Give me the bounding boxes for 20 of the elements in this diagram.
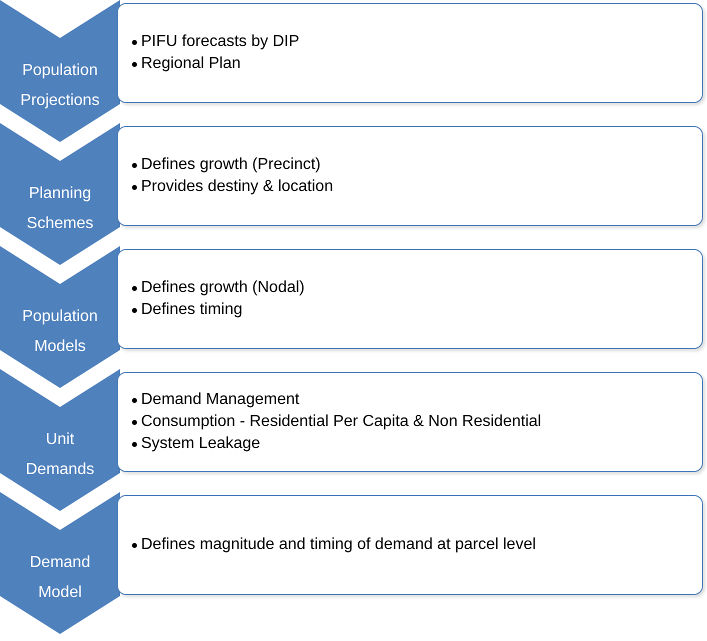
bullet-item: Demand Management xyxy=(141,390,300,410)
detail-card xyxy=(117,249,703,349)
bullet-item: Defines magnitude and timing of demand at parcel level xyxy=(141,535,536,555)
bullet-item: Defines timing xyxy=(141,300,242,320)
stage-label: Population Models xyxy=(21,307,99,357)
detail-card xyxy=(117,495,703,595)
bullet-item: Defines growth (Nodal) xyxy=(141,278,305,298)
bullet-item: Consumption - Residential Per Capita & Non Residential xyxy=(141,412,542,432)
detail-card xyxy=(117,372,703,472)
detail-card xyxy=(117,126,703,226)
stage-label: Unit Demands xyxy=(24,430,96,480)
bullet-item: PIFU forecasts by DIP xyxy=(141,32,300,52)
bullet-item: Defines growth (Precinct) xyxy=(141,155,321,175)
stage-label: Demand Model xyxy=(28,553,92,603)
bullet-item: Regional Plan xyxy=(141,54,241,74)
stage-label: Population Projections xyxy=(19,61,101,111)
stage-label: Planning Schemes xyxy=(26,184,94,234)
bullet-item: System Leakage xyxy=(141,434,260,454)
detail-card xyxy=(117,3,703,103)
bullet-item: Provides destiny & location xyxy=(141,177,334,197)
